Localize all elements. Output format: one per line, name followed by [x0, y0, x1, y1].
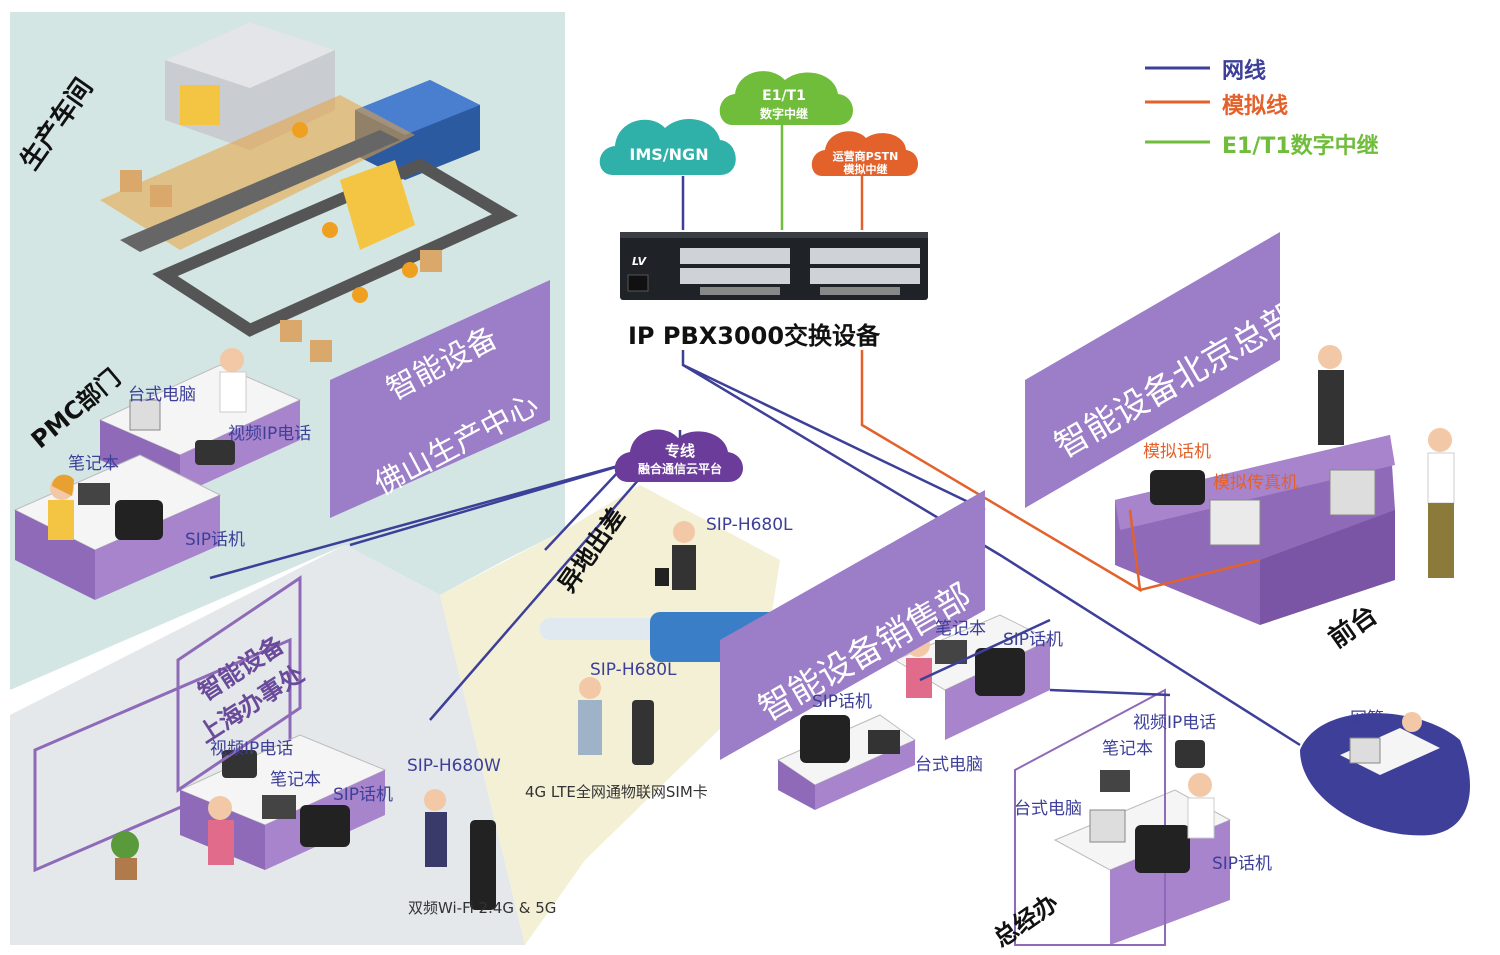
- sales-sip-2-label: SIP话机: [812, 692, 873, 712]
- sales-desks: [776, 614, 1052, 810]
- legend-digital-label: E1/T1数字中继: [1222, 134, 1379, 159]
- ims-cloud-label: IMS/NGN: [629, 145, 709, 164]
- e1t1-cloud-line1: E1/T1: [762, 88, 806, 104]
- cloud-platform-line2: 融合通信云平台: [637, 462, 722, 476]
- sales-sip-1-label: SIP话机: [1003, 630, 1064, 650]
- e1t1-cloud-line2: 数字中继: [759, 107, 808, 121]
- gm-laptop-label: 笔记本: [1102, 739, 1153, 759]
- cloud-platform-line1: 专线: [664, 442, 695, 460]
- sales-desktop-label: 台式电脑: [915, 755, 983, 775]
- gm-office: [1014, 688, 1232, 946]
- netmgmt-area: [1300, 712, 1470, 836]
- trip-region: [440, 485, 780, 945]
- analog-lines: [860, 176, 1261, 593]
- netmgmt-label: 网管: [1350, 709, 1384, 729]
- cloud-platform: [614, 429, 743, 482]
- sh-laptop-label: 笔记本: [270, 770, 321, 790]
- ims-cloud: [599, 118, 736, 175]
- pbx-brand: LV: [632, 255, 647, 268]
- factory-illustration: [100, 22, 519, 362]
- pmc-desks: [13, 348, 302, 600]
- sh-video-phone-label: 视频IP电话: [210, 739, 294, 759]
- legend-analog-label: 模拟线: [1222, 94, 1289, 119]
- pstn-cloud-line1: 运营商PSTN: [832, 150, 899, 163]
- pmc-desktop-label: 台式电脑: [128, 385, 196, 405]
- trip-h680l-1-label: SIP-H680L: [706, 515, 793, 535]
- shanghai-furniture: [33, 637, 496, 910]
- pstn-cloud-line2: 模拟中继: [843, 163, 888, 176]
- sh-wifi-label: 双频Wi-Fi 2.4G & 5G: [408, 899, 557, 917]
- bj-analog-phone-label: 模拟话机: [1143, 442, 1211, 462]
- gm-video-phone-label: 视频IP电话: [1133, 713, 1217, 733]
- sales-laptop-label: 笔记本: [935, 619, 986, 639]
- trip-sim-label: 4G LTE全网通物联网SIM卡: [525, 783, 708, 801]
- shanghai-banner-shape: [176, 575, 302, 793]
- sales-banner-shape: [720, 490, 985, 760]
- gm-desktop-label: 台式电脑: [1014, 799, 1082, 819]
- trip-h680l-2-label: SIP-H680L: [590, 660, 677, 680]
- pbx-device: [620, 232, 928, 300]
- e1t1-cloud: [719, 71, 853, 125]
- network-lines: [209, 176, 1301, 747]
- beijing-banner-shape: [1025, 232, 1280, 508]
- sh-h680w-label: SIP-H680W: [407, 756, 501, 776]
- pbx-label: IP PBX3000交换设备: [628, 322, 881, 350]
- pmc-video-phone-label: 视频IP电话: [228, 424, 312, 444]
- legend-network-label: 网线: [1222, 59, 1267, 84]
- gm-sip-label: SIP话机: [1212, 854, 1273, 874]
- pstn-cloud: [811, 131, 918, 176]
- pmc-laptop-label: 笔记本: [68, 454, 119, 474]
- pmc-sip-label: SIP话机: [185, 530, 246, 550]
- foshan-banner-shape: [330, 280, 550, 518]
- bj-fax-label: 模拟传真机: [1213, 473, 1298, 493]
- sh-sip-label: SIP话机: [333, 785, 394, 805]
